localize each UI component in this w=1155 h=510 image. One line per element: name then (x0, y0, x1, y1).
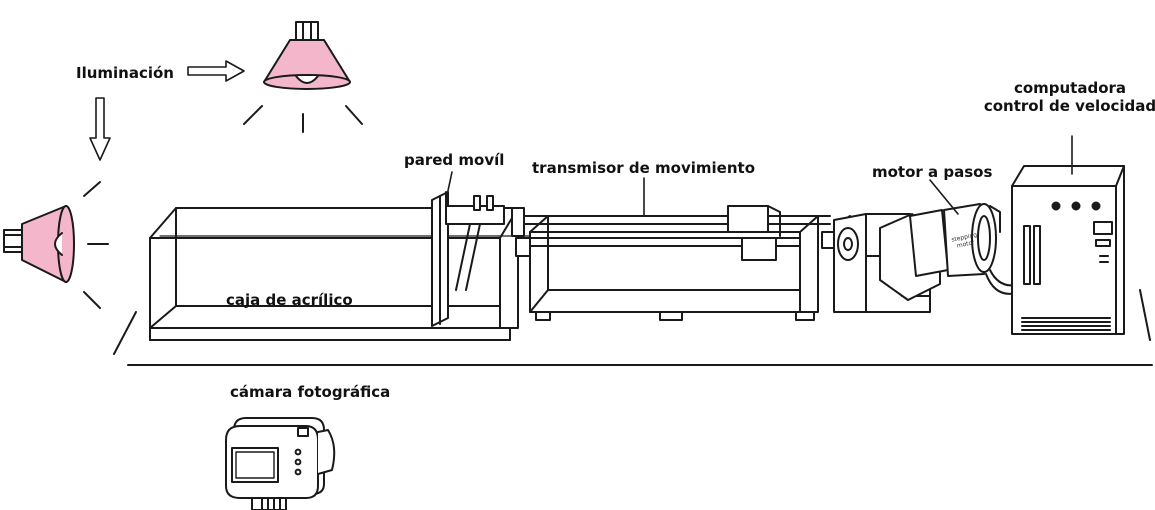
motion-transmitter (511, 205, 831, 321)
stepper-motor-label: motor a pasos (872, 163, 993, 181)
computer-icon (1011, 135, 1125, 335)
moving-wall (431, 191, 505, 327)
label-pointers (445, 171, 959, 217)
computer-label-line2: control de velocidad (983, 97, 1155, 115)
camera-label: cámara fotográfica (230, 383, 391, 401)
top-lamp-icon (243, 21, 363, 133)
hollow-arrow-right-icon (187, 60, 245, 82)
acrylic-box (149, 207, 531, 341)
motion-transmitter-label: transmisor de movimiento (532, 159, 756, 177)
acrylic-box-label: caja de acrílico (226, 291, 353, 309)
left-lamp-icon (3, 181, 109, 309)
computer-label: computadora control de velocidad (980, 79, 1155, 115)
camera-icon (225, 417, 336, 510)
stepper-motor (821, 203, 1021, 313)
hollow-arrow-down-icon (89, 97, 111, 161)
computer-label-line1: computadora (1013, 79, 1127, 97)
moving-wall-label: pared movíl (404, 151, 505, 169)
table-edges (113, 289, 1153, 366)
illumination-label: Iluminación (76, 64, 174, 82)
